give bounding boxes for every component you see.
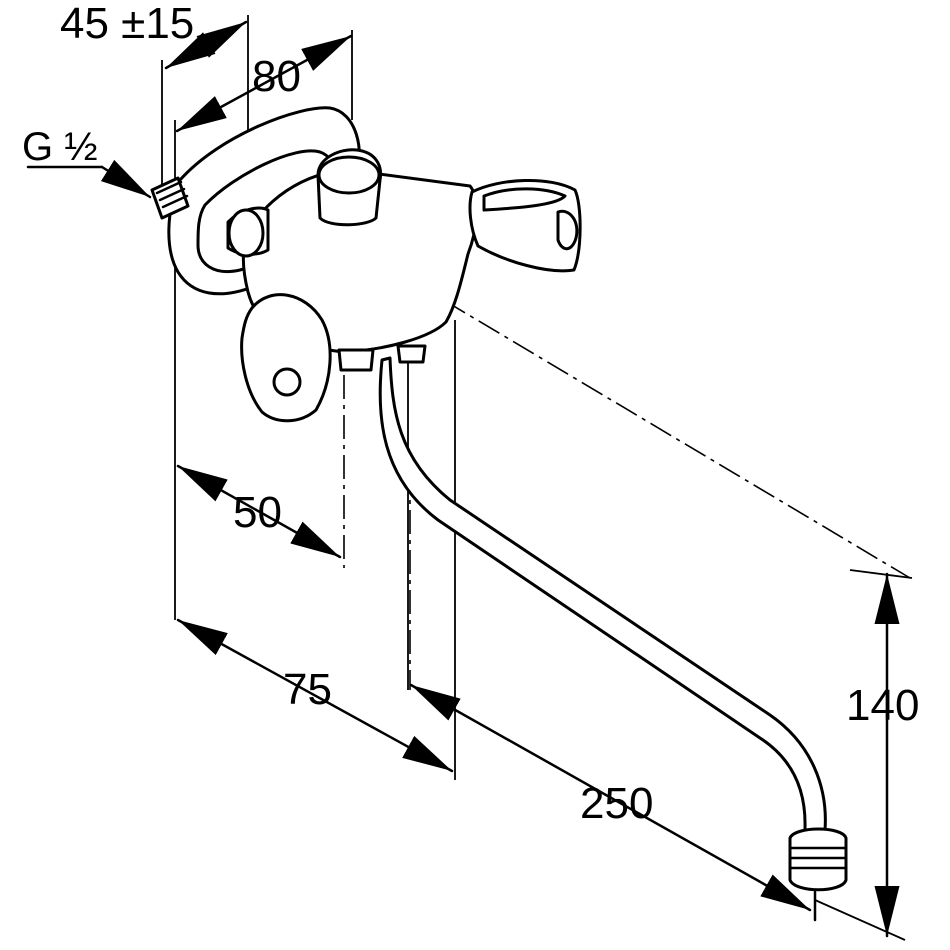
dim-140-label: 140 [846,681,919,730]
dim-75-label: 75 [283,665,332,714]
spout-tube [378,356,827,852]
bottom-outlet [337,348,375,372]
dimension-labels: 45 ±15 80 G ½ 50 75 250 140 [22,0,919,828]
dim-250-label: 250 [580,779,653,828]
thread-label: G ½ [22,125,98,169]
thread-connector [150,176,190,220]
dimension-lines [26,20,913,941]
dim-50-label: 50 [233,488,282,537]
width-80-label: 80 [252,52,301,101]
aerator [788,827,848,892]
faucet-body [150,106,848,922]
left-handle [240,293,332,423]
offset-range-label: 45 ±15 [60,0,194,48]
